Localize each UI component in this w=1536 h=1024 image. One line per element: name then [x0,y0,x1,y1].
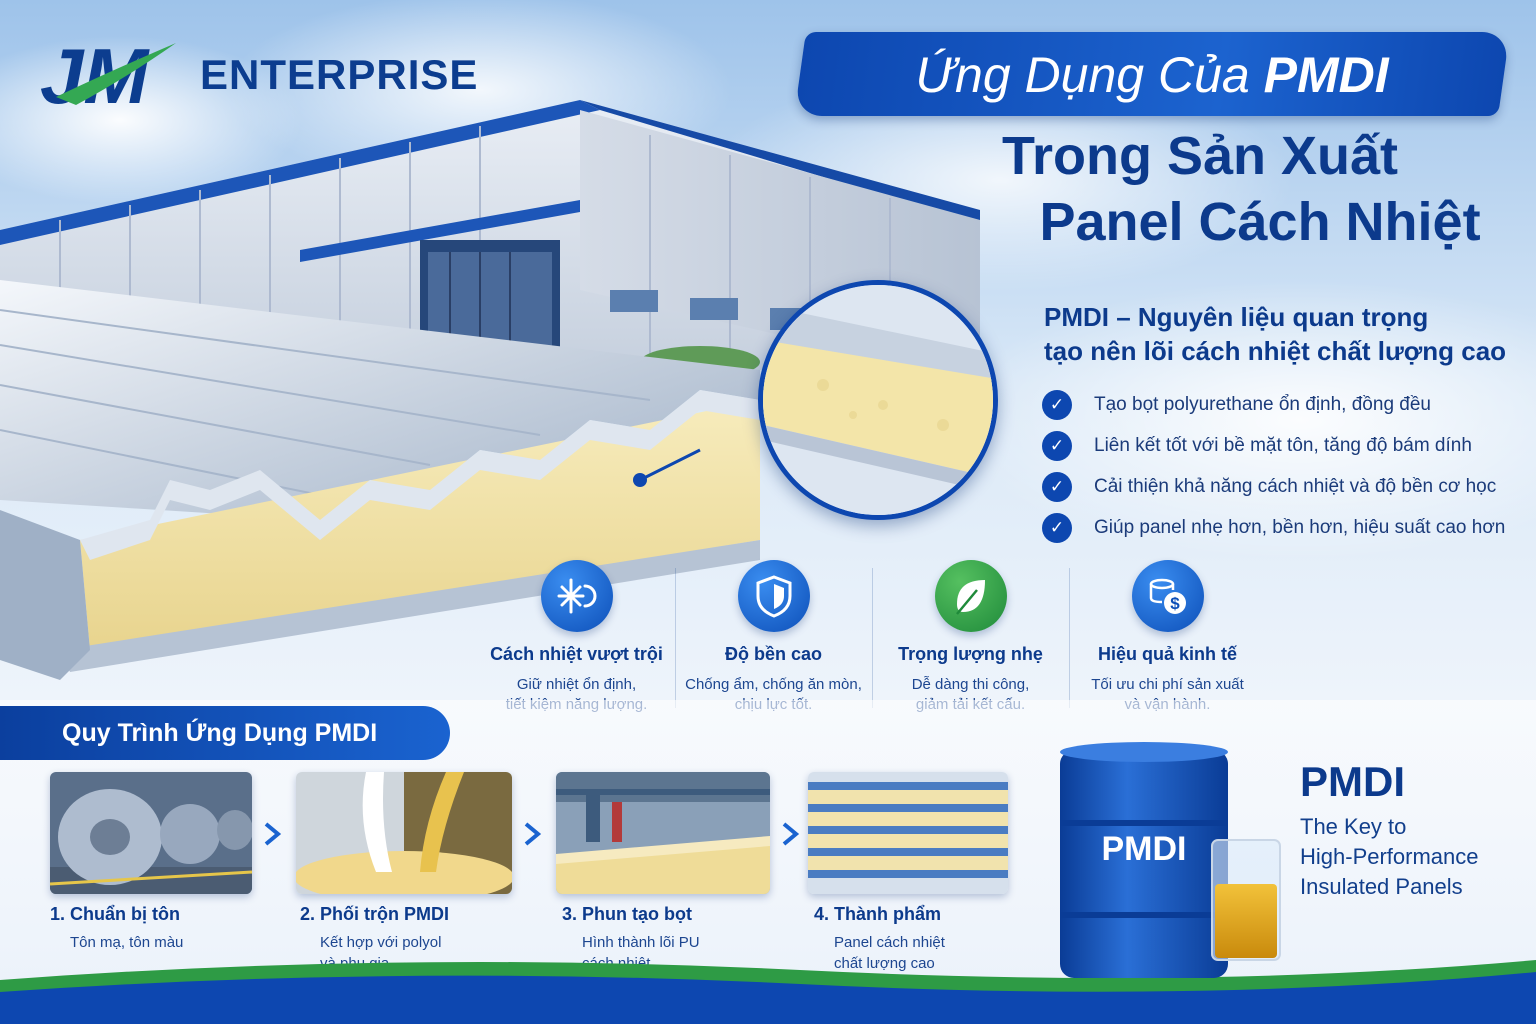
product-tagline: The Key to High-Performance Insulated Pa… [1300,814,1479,899]
step-1-image [50,772,252,894]
arrow-right-icon [524,822,542,846]
svg-text:$: $ [1170,594,1180,613]
step-1-desc: Tôn mạ, tôn màu [70,934,184,951]
logo-letters: JM [40,33,150,117]
list-item: ✓ Cải thiện khả năng cách nhiệt và độ bề… [1042,466,1522,507]
intro-heading-line-2: tạo nên lõi cách nhiệt chất lượng cao [1044,336,1507,366]
check-icon: ✓ [1042,512,1072,543]
arrow-right-icon [264,822,282,846]
coins-dollar-icon: $ [1131,560,1204,632]
product-name: PMDI [1300,758,1405,805]
feature-lightweight: Trọng lượng nhẹ Dễ dàng thi công,giảm tả… [872,556,1069,716]
benefit-list: ✓ Tạo bọt polyurethane ổn định, đồng đều… [1042,384,1522,548]
barrel-label: PMDI [1101,830,1187,868]
step-3-image [556,772,770,894]
check-icon: ✓ [1042,471,1072,502]
step-2-title: 2. Phối trộn PMDI [300,904,450,924]
step-1-title: 1. Chuẩn bị tôn [50,904,180,924]
factory-panel-illustration [0,100,980,680]
process-heading-tab [0,706,450,760]
leaf-icon [934,560,1007,632]
jm-logo-mark: JM [36,32,186,120]
company-logo: JM ENTERPRISE [36,30,479,120]
step-4-title: 4. Thành phẩm [814,904,942,924]
step-4-desc: Panel cách nhiệt chất lượng cao [834,934,945,972]
title-line-1-prefix: Ứng Dụng Của [915,47,1250,103]
step-2-image [296,772,512,894]
feature-insulation: Cách nhiệt vượt trội Giữ nhiệt ổn định,t… [478,556,675,716]
check-icon: ✓ [1042,430,1072,461]
step-4-image [808,772,1008,894]
title-line-1-strong: PMDI [1263,47,1389,103]
check-icon: ✓ [1042,389,1072,420]
title-line-3: Panel Cách Nhiệt [1039,192,1481,252]
shield-icon [737,560,810,632]
brand-name: ENTERPRISE [200,51,479,98]
list-item: ✓ Tạo bọt polyurethane ổn định, đồng đều [1042,384,1522,425]
pmdi-barrel [1060,742,1281,978]
intro-heading: PMDI – Nguyên liệu quan trọng tạo nên lõ… [1044,300,1514,368]
panel-zoom-detail [758,280,998,520]
step-3-title: 3. Phun tạo bọt [562,904,692,924]
list-item: ✓ Liên kết tốt với bề mặt tôn, tăng độ b… [1042,425,1522,466]
intro-heading-line-1: PMDI – Nguyên liệu quan trọng [1044,302,1429,332]
title-line-2: Trong Sản Xuất [1001,126,1399,186]
feature-durability: Độ bền cao Chống ẩm, chống ăn mòn,chịu l… [675,556,872,716]
title-line-1: Ứng Dụng Của PMDI [800,38,1504,112]
process-heading: Quy Trình Ứng Dụng PMDI [62,719,378,747]
snowflake-sun-icon [540,560,613,632]
feature-row: Cách nhiệt vượt trội Giữ nhiệt ổn định,t… [478,556,1268,716]
feature-economy: $ Hiệu quả kinh tế Tối ưu chi phí sản xu… [1069,556,1266,716]
list-item: ✓ Giúp panel nhẹ hơn, bền hơn, hiệu suất… [1042,507,1522,548]
bottom-wave [0,960,1536,1024]
arrow-right-icon [782,822,800,846]
